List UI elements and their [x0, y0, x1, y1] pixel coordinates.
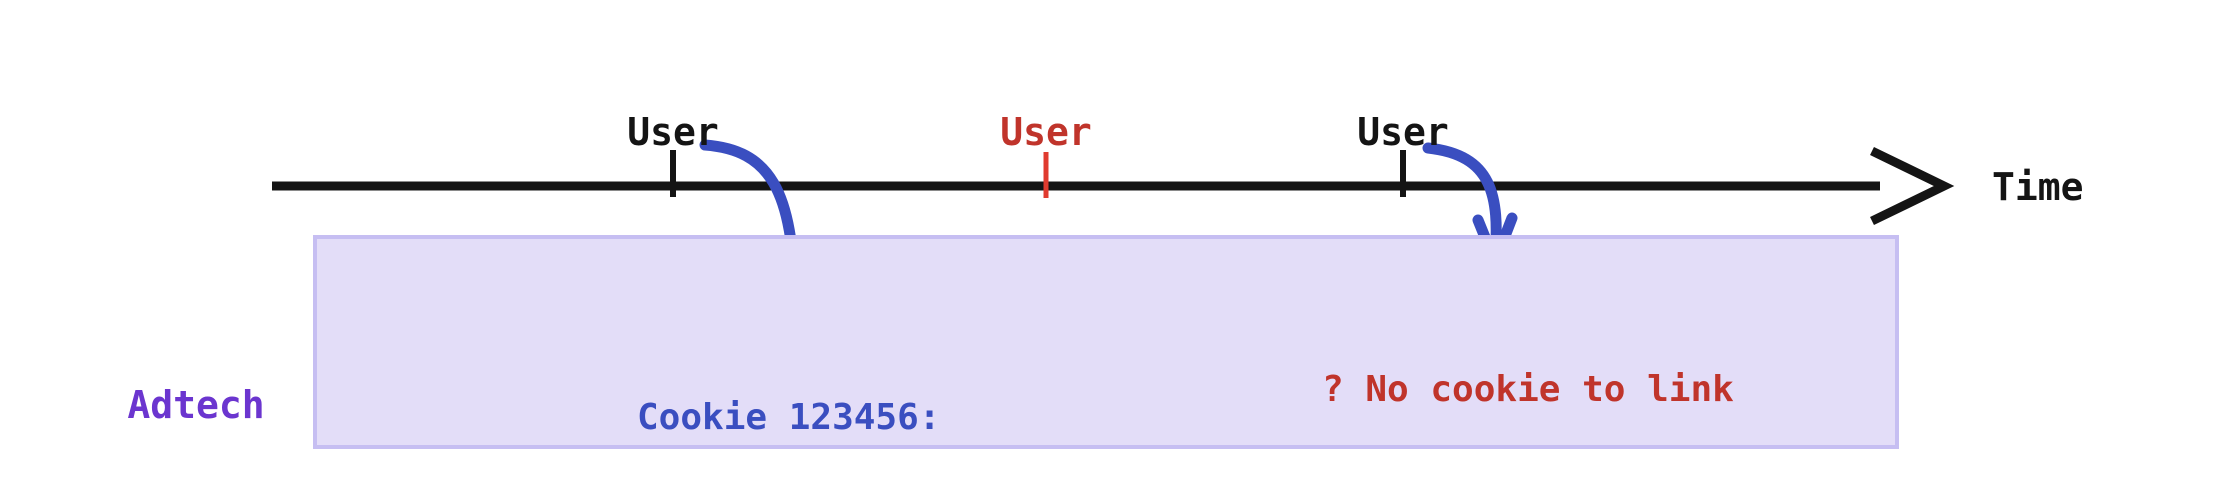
no-conversion-note-line-1: ? No cookie to link [1322, 369, 1734, 410]
cookie-note-line-1: Cookie 123456: [637, 397, 941, 438]
time-axis-arrowhead [1870, 146, 1955, 226]
event-label-clear-data-line1: User [1000, 110, 1092, 154]
adtech-server-lane-box [313, 235, 1899, 449]
time-axis-caption: Time [1992, 165, 2084, 209]
adtech-server-label: Adtech server [96, 290, 296, 498]
event-label-ad-click-line1: User [627, 110, 719, 154]
event-label-conversion-line1: User [1357, 110, 1449, 154]
cookie-note: Cookie 123456: Ad clicked [637, 305, 940, 498]
adtech-server-label-line1: Adtech [127, 383, 265, 427]
no-conversion-note: ? No cookie to link this conversion to ⇒… [1322, 277, 1734, 498]
